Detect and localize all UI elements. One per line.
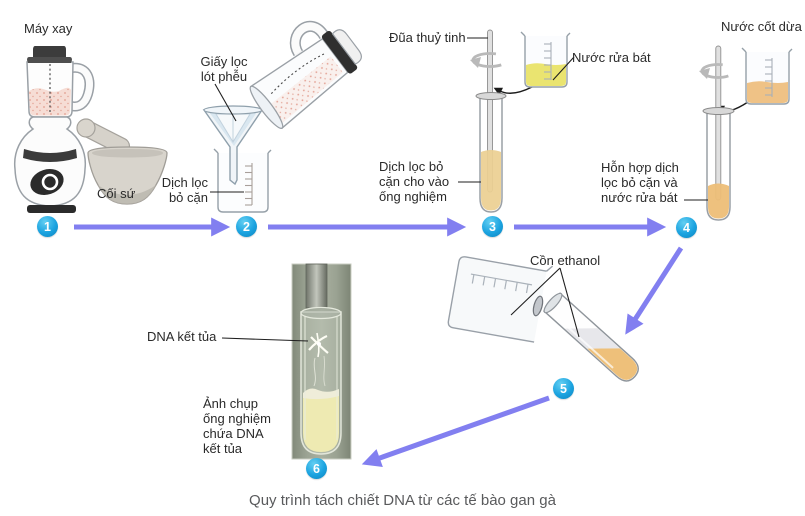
glass-rod — [715, 45, 722, 201]
label-lines — [210, 37, 708, 342]
dish-soap-beaker-illustration — [520, 31, 571, 88]
label-coconut-milk: Nước cốt dừa — [721, 19, 802, 34]
mix-tube-illustration — [699, 45, 736, 221]
soap-liquid — [526, 63, 566, 86]
label-photo-note: Ảnh chụp ống nghiệm chứa DNA kết tủa — [203, 396, 271, 456]
label-blender: Máy xay — [24, 21, 73, 36]
step-badge-6: 6 — [306, 458, 327, 479]
funnel-illustration — [202, 105, 264, 186]
label-dna-precipitate: DNA kết tủa — [147, 329, 217, 344]
pour-arrow-icon — [493, 86, 533, 96]
ethanol-beaker-illustration — [447, 256, 554, 343]
pouring-jug-illustration — [249, 20, 362, 130]
coconut-beaker-illustration — [741, 47, 793, 105]
label-dish-soap: Nước rửa bát — [572, 50, 651, 65]
flow-arrows — [74, 217, 684, 468]
filtrate-beaker-illustration — [213, 148, 272, 213]
step-badge-2: 2 — [236, 216, 257, 237]
label-filter-paper: Giấy lọc lót phễu — [200, 54, 248, 84]
mixture-liquid — [708, 183, 729, 219]
ethanol-layer — [564, 328, 620, 349]
coconut-liquid — [747, 81, 788, 103]
pour-lip — [532, 295, 544, 317]
photo-liquid — [303, 391, 339, 452]
label-glass-rod: Đũa thuỷ tinh — [389, 30, 466, 45]
label-ethanol: Cồn ethanol — [530, 253, 601, 268]
step-badge-5: 5 — [553, 378, 574, 399]
blender-illustration — [13, 46, 95, 213]
step-badge-1: 1 — [37, 216, 58, 237]
label-filtrate: Dịch lọc bỏ cặn — [161, 175, 208, 205]
flow-arrow-5-6 — [361, 395, 550, 468]
step-badge-4: 4 — [676, 217, 697, 238]
dna-photo — [291, 263, 352, 460]
ethanol-tube-illustration — [543, 292, 639, 382]
mortar-illustration — [76, 118, 168, 205]
label-mortar: Cối sứ — [97, 186, 136, 201]
stir-tube-illustration — [470, 29, 509, 213]
step-badge-3: 3 — [482, 216, 503, 237]
label-filtrate-into-tube: Dịch lọc bỏ cặn cho vào ống nghiệm — [379, 159, 450, 204]
flow-arrow-4-5 — [625, 246, 684, 335]
filtrate-liquid — [481, 150, 501, 211]
tube-holder-rod — [305, 263, 328, 309]
diagram-caption: Quy trình tách chiết DNA từ các tế bào g… — [249, 492, 556, 509]
label-mixture: Hỗn hợp dịch lọc bỏ cặn và nước rửa bát — [601, 160, 679, 205]
